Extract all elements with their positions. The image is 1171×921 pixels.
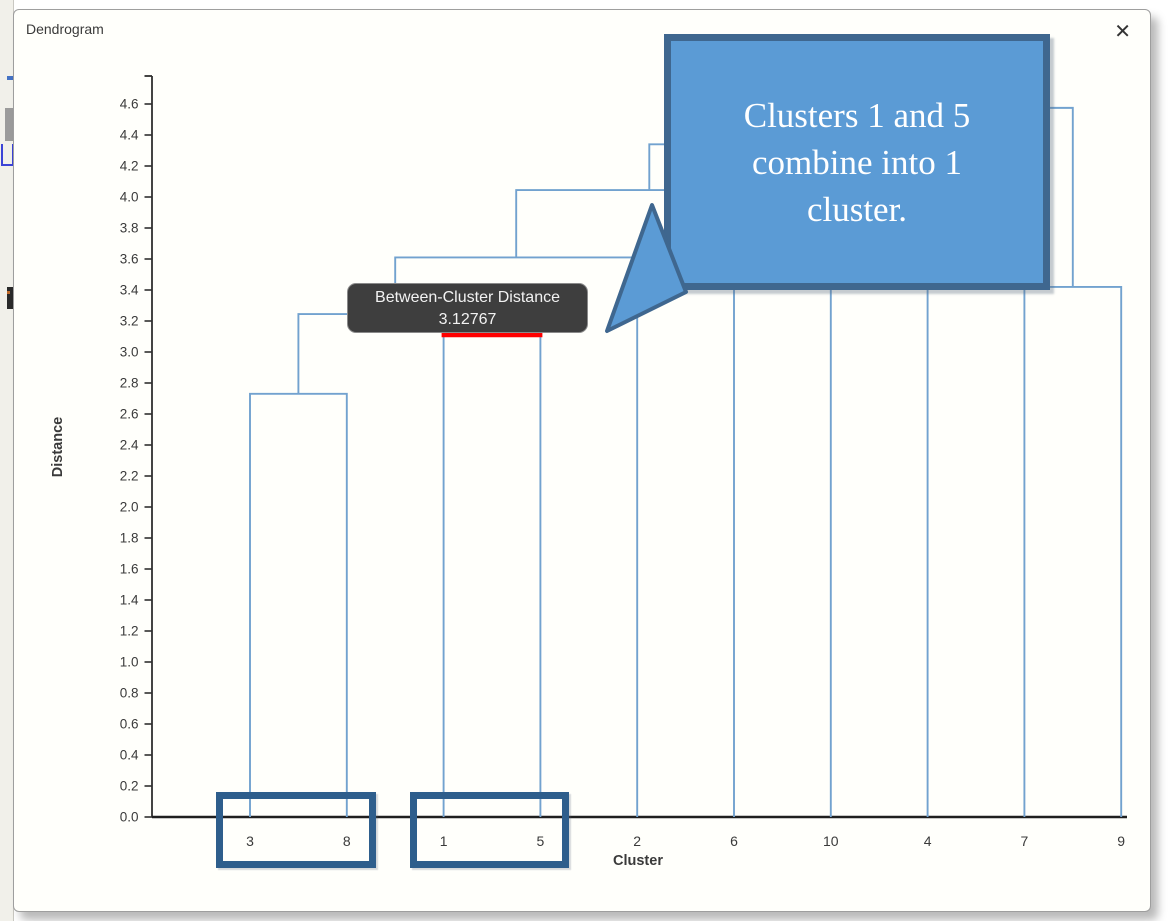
y-tick-label: 0.8 (120, 686, 139, 701)
y-tick-label: 0.4 (120, 748, 139, 763)
y-tick-label: 4.0 (120, 190, 139, 205)
y-tick-label: 2.8 (120, 376, 139, 391)
y-tick-label: 1.4 (120, 593, 139, 608)
merge-link (1023, 285, 1123, 817)
y-tick-label: 1.8 (120, 531, 139, 546)
background-fragment (7, 287, 13, 309)
y-tick-label: 4.6 (120, 97, 139, 112)
callout-text: Clusters 1 and 5 combine into 1 cluster. (743, 95, 971, 229)
y-tick-label: 3.8 (120, 221, 139, 236)
tooltip-title: Between-Cluster Distance (375, 289, 560, 306)
y-tick-label: 0.2 (120, 779, 139, 794)
leaf-label: 4 (924, 833, 932, 849)
y-tick-label: 1.6 (120, 562, 139, 577)
y-tick-label: 2.4 (120, 438, 139, 453)
hover-tooltip: Between-Cluster Distance 3.12767 (347, 283, 588, 333)
leaf-label: 9 (1117, 833, 1125, 849)
leaf-label: 10 (823, 833, 839, 849)
leaf-label: 8 (343, 833, 351, 849)
x-axis-title: Cluster (613, 853, 663, 869)
y-tick-label: 1.2 (120, 624, 139, 639)
y-axis-ticks: 0.0 0.2 0.4 0.6 0.8 1.0 1.2 1.4 1.6 1.8 2.0 2.2 2.4 2… (120, 97, 152, 825)
y-tick-label: 3.0 (120, 345, 139, 360)
leaf-label: 1 (440, 833, 448, 849)
close-icon[interactable]: ✕ (1114, 21, 1131, 43)
y-axis-title: Distance (50, 417, 66, 477)
merge-link (733, 219, 832, 817)
y-tick-label: 0.0 (120, 810, 139, 825)
y-tick-label: 2.6 (120, 407, 139, 422)
y-tick-label: 3.4 (120, 283, 139, 298)
cluster-highlight-box (216, 792, 376, 868)
background-fragment (5, 108, 13, 141)
merge-link (442, 331, 542, 817)
background-fragment (7, 76, 13, 80)
leaf-label: 5 (537, 833, 545, 849)
y-tick-label: 4.4 (120, 128, 139, 143)
merge-link (249, 392, 348, 817)
leaf-label: 2 (633, 833, 641, 849)
tooltip-value: 3.12767 (438, 311, 497, 328)
y-tick-label: 2.0 (120, 500, 139, 515)
leaf-label: 3 (246, 833, 254, 849)
y-tick-label: 0.6 (120, 717, 139, 732)
leaf-label: 7 (1021, 833, 1029, 849)
y-tick-label: 1.0 (120, 655, 139, 670)
callout-box: Clusters 1 and 5 combine into 1 cluster. (664, 34, 1050, 290)
x-axis-leaf-labels: 3 8 1 5 2 6 10 4 7 9 (246, 833, 1125, 849)
background-fragment (7, 291, 10, 294)
leaf-label: 6 (730, 833, 738, 849)
y-tick-label: 3.2 (120, 314, 139, 329)
window-title: Dendrogram (26, 21, 104, 37)
y-tick-label: 4.2 (120, 159, 139, 174)
cluster-highlight-box (409, 792, 570, 868)
merge-link (394, 256, 639, 817)
y-tick-label: 2.2 (120, 469, 139, 484)
y-tick-label: 3.6 (120, 252, 139, 267)
